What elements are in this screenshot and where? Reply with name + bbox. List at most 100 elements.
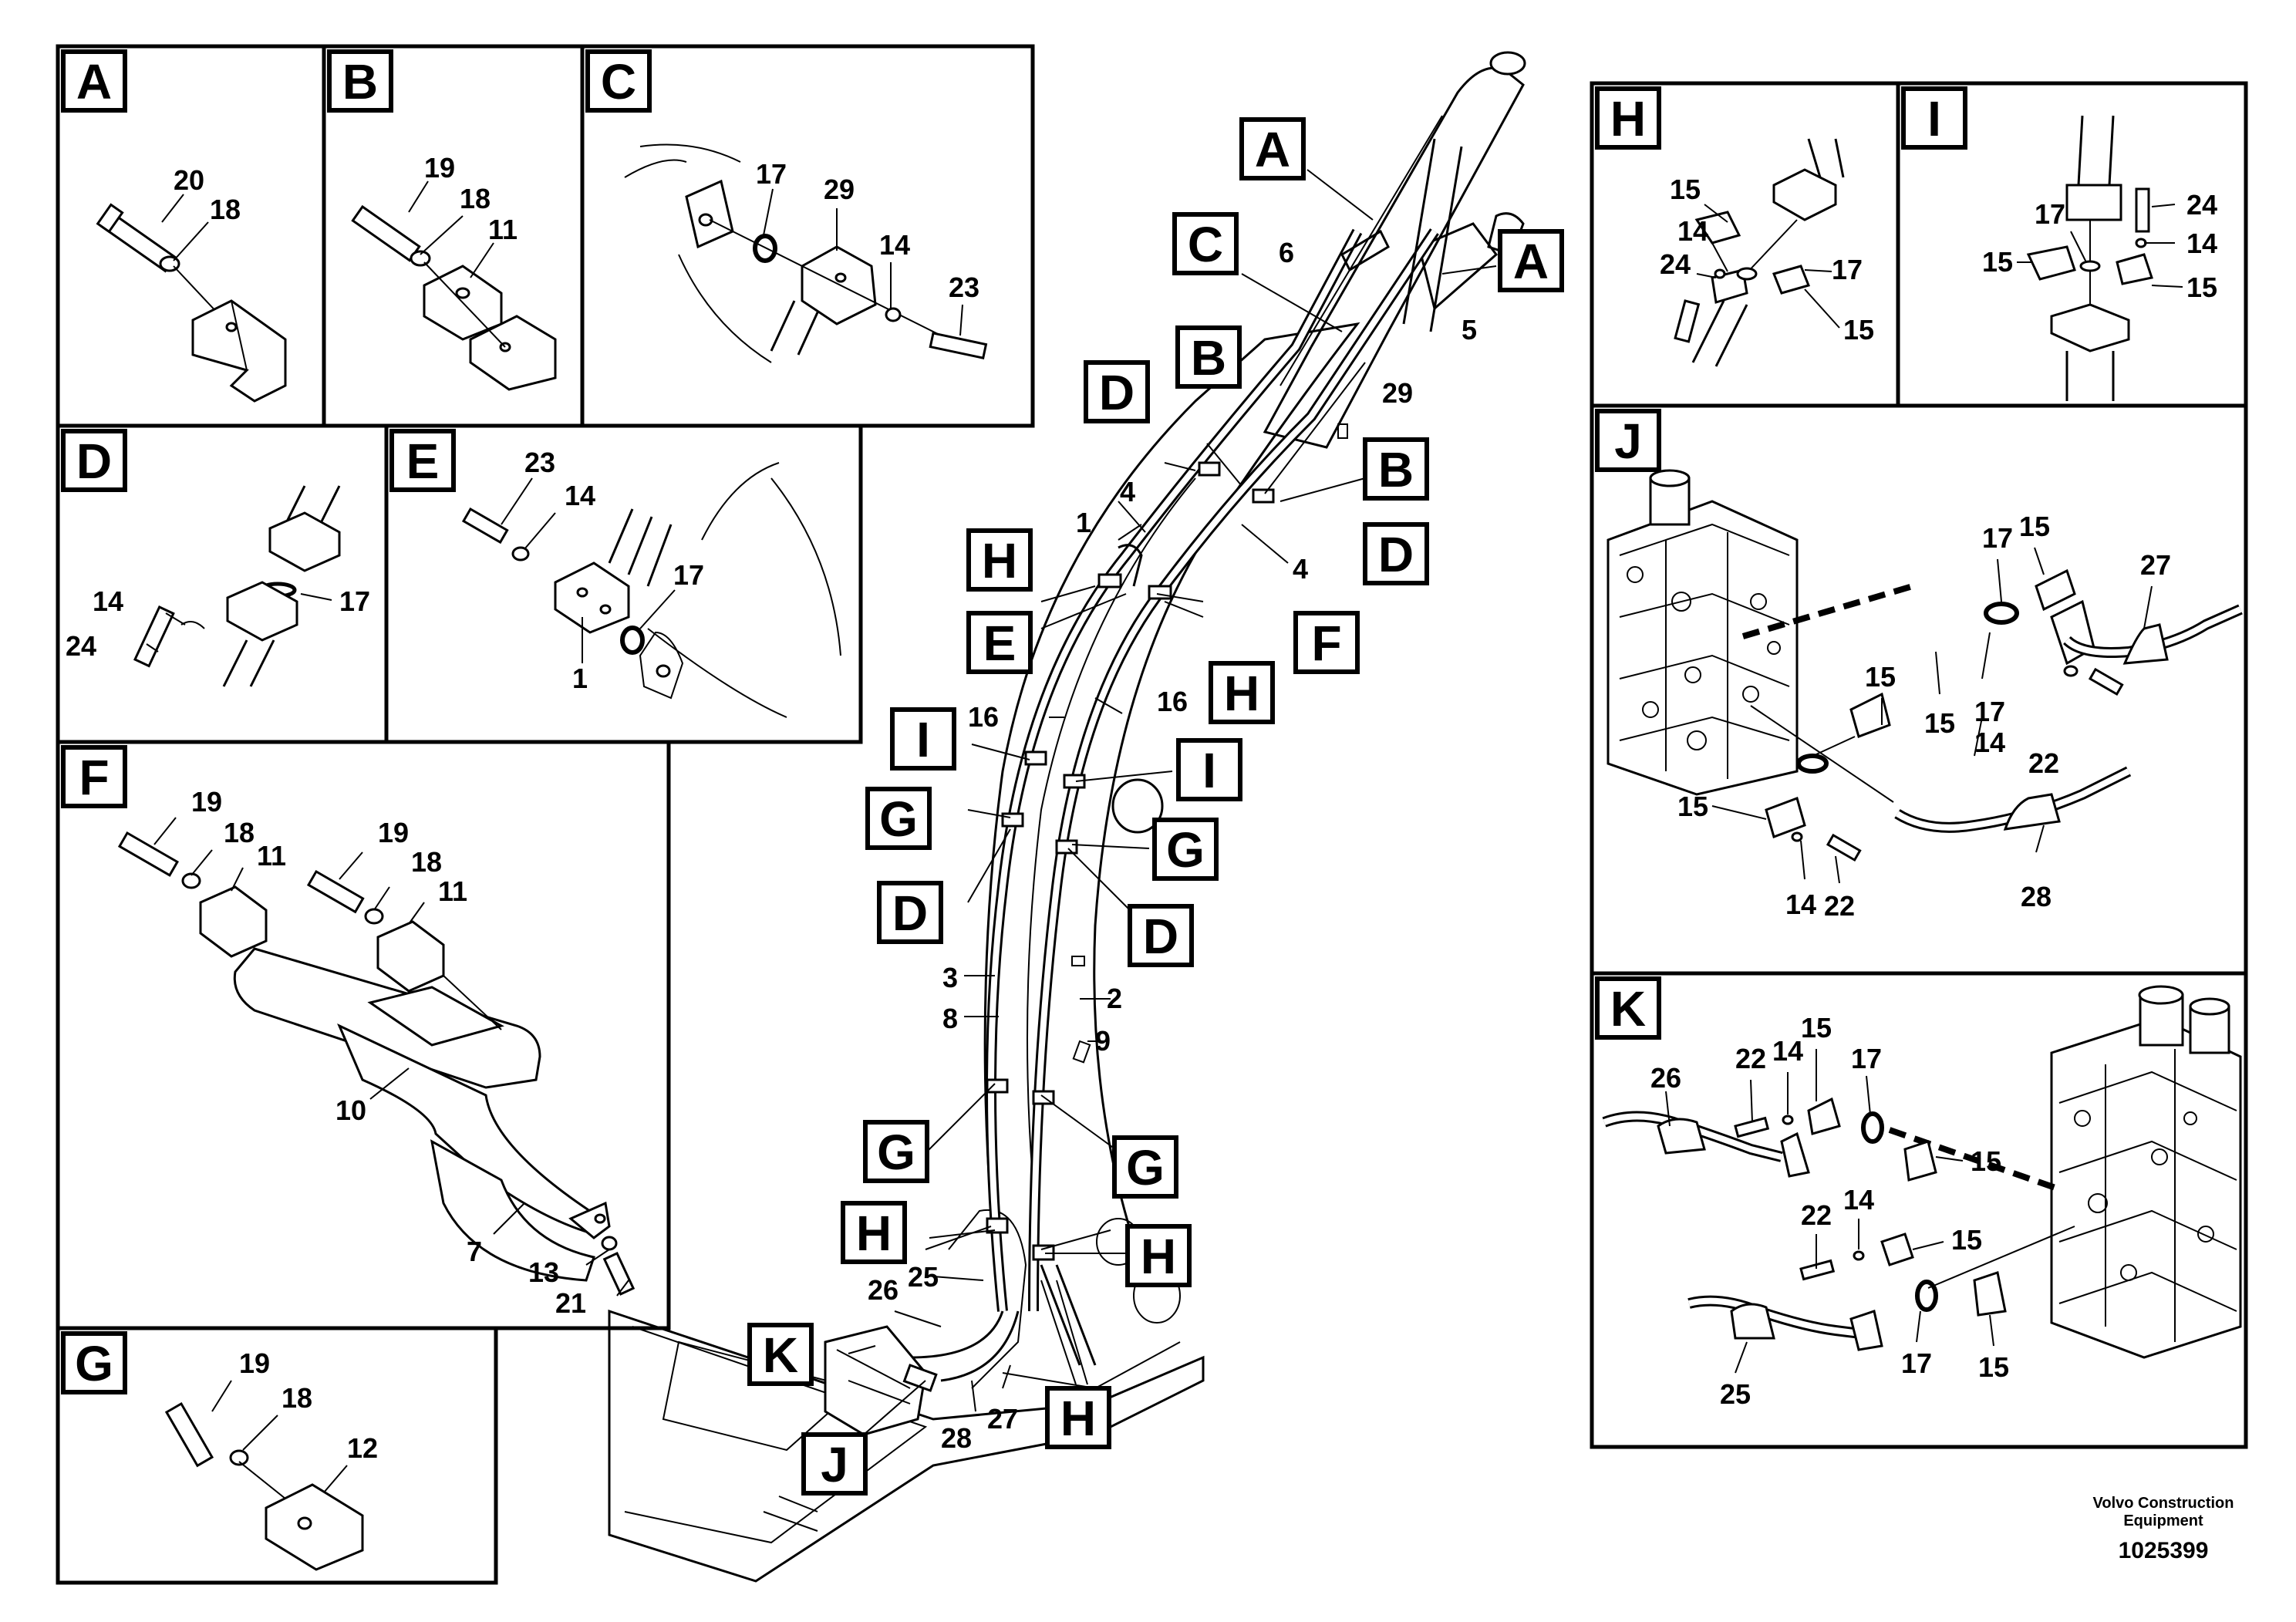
- callout: 6: [1279, 237, 1294, 268]
- view-tag: K: [763, 1327, 798, 1383]
- callout: 14: [93, 585, 123, 617]
- callout: 25: [1720, 1378, 1751, 1410]
- callout: 2: [1107, 983, 1122, 1014]
- callout: 22: [1801, 1199, 1832, 1231]
- view-tag: G: [879, 791, 918, 847]
- view-tag: B: [1191, 330, 1226, 386]
- view-tag: D: [1099, 365, 1135, 420]
- callout: 15: [1677, 791, 1708, 822]
- view-tag: B: [1378, 442, 1414, 497]
- panel-d-drawing: 14 24 17: [66, 485, 370, 687]
- panel-a-drawing: 20 18: [96, 164, 287, 403]
- callout: 15: [1843, 314, 1874, 346]
- callout: 15: [1982, 246, 2013, 278]
- panel-letter: F: [79, 750, 109, 805]
- callout: 23: [524, 447, 555, 478]
- callout: 18: [224, 817, 255, 848]
- callout: 26: [1650, 1062, 1681, 1094]
- callout: 25: [908, 1261, 939, 1293]
- panel-letter: A: [76, 54, 112, 110]
- callout: 15: [2019, 511, 2050, 542]
- callout: 15: [1670, 174, 1701, 205]
- callout: 17: [339, 585, 370, 617]
- panel-k-drawing: 15 22 14 17 26 15 22 14 15 17 15 25: [1602, 985, 2242, 1410]
- callout: 15: [1971, 1145, 2001, 1177]
- callout: 15: [1978, 1351, 2009, 1383]
- view-tag: A: [1513, 234, 1549, 289]
- callout: 20: [174, 164, 204, 196]
- view-tag: G: [1166, 822, 1205, 878]
- credit-line-2: Equipment: [2123, 1512, 2203, 1529]
- callout: 15: [2186, 271, 2217, 303]
- panel-g-drawing: 19 18 12: [164, 1347, 378, 1571]
- main-assembly-view: [608, 51, 1526, 1583]
- callout: 8: [942, 1003, 958, 1034]
- view-tag: I: [1202, 743, 1216, 798]
- panel-letter: J: [1614, 413, 1642, 469]
- callout: 26: [868, 1274, 899, 1306]
- panel-e-drawing: 23 14 17 1: [461, 447, 841, 718]
- callout: 10: [335, 1094, 366, 1126]
- main-view-tags: A A C B D B D H E F H I I G G D D G G: [747, 117, 1564, 1496]
- callout: 24: [66, 630, 96, 662]
- callout: 5: [1462, 314, 1477, 346]
- callout: 19: [191, 786, 222, 818]
- callout: 29: [1382, 377, 1413, 409]
- callout: 17: [1851, 1043, 1882, 1074]
- view-tag: H: [856, 1206, 892, 1261]
- callout: 17: [1832, 254, 1863, 285]
- view-tag: D: [1378, 527, 1414, 582]
- view-tag: J: [821, 1437, 848, 1492]
- callout: 28: [2021, 881, 2052, 912]
- callout: 29: [824, 174, 855, 205]
- callout: 23: [949, 271, 979, 303]
- panel-k-frame: [1590, 971, 2248, 1449]
- callout: 15: [1924, 707, 1955, 739]
- callout: 22: [2028, 747, 2059, 779]
- panel-letter: E: [406, 433, 440, 489]
- callout: 17: [1901, 1347, 1932, 1379]
- callout: 17: [756, 158, 787, 190]
- callout: 18: [411, 846, 442, 878]
- view-tag: H: [982, 533, 1017, 588]
- callout: 16: [968, 701, 999, 733]
- callout: 24: [1660, 248, 1691, 280]
- panel-letter: K: [1610, 981, 1646, 1037]
- panel-b-drawing: 19 18 11: [351, 152, 557, 391]
- panel-i-drawing: 24 17 14 15 15: [1982, 115, 2217, 401]
- callout: 27: [987, 1403, 1018, 1435]
- callout: 15: [1801, 1012, 1832, 1044]
- credit-line-1: Volvo Construction: [2093, 1495, 2234, 1512]
- footer-credit: Volvo Construction Equipment 1025399: [2093, 1495, 2234, 1563]
- callout: 18: [282, 1382, 312, 1414]
- callout: 17: [1974, 696, 2005, 727]
- callout: 4: [1293, 553, 1308, 585]
- callout: 7: [467, 1236, 482, 1267]
- callout: 4: [1120, 476, 1135, 508]
- main-view-callouts: 6 5 29 4 1 4 16 16 3 2 8 9 25 26 27 28: [868, 237, 1477, 1454]
- callout: 17: [2035, 198, 2065, 230]
- callout: 11: [257, 840, 286, 872]
- panel-j-drawing: 15 17 27 15 17 15 14 22 15 14 22 28: [1607, 469, 2243, 922]
- callout: 18: [460, 183, 491, 214]
- callout: 9: [1095, 1025, 1111, 1057]
- view-tag: I: [916, 712, 930, 767]
- callout: 17: [673, 559, 704, 591]
- callout: 19: [378, 817, 409, 848]
- view-tag: H: [1060, 1391, 1096, 1446]
- panel-letter-tags: A B C D E F G H I J K: [61, 49, 1967, 1394]
- document-number: 1025399: [2119, 1538, 2209, 1563]
- view-tag: H: [1224, 666, 1259, 721]
- view-tag: D: [1143, 909, 1178, 964]
- callout: 14: [1772, 1035, 1803, 1067]
- callout: 18: [210, 194, 241, 225]
- callout: 11: [488, 214, 518, 245]
- callout: 12: [347, 1432, 378, 1464]
- callout: 13: [528, 1256, 559, 1288]
- callout: 14: [879, 229, 910, 261]
- panel-letter: C: [601, 54, 636, 110]
- callout: 1: [572, 663, 588, 694]
- callout: 17: [1982, 522, 2013, 554]
- callout: 14: [1677, 215, 1708, 247]
- view-tag: G: [1126, 1140, 1165, 1195]
